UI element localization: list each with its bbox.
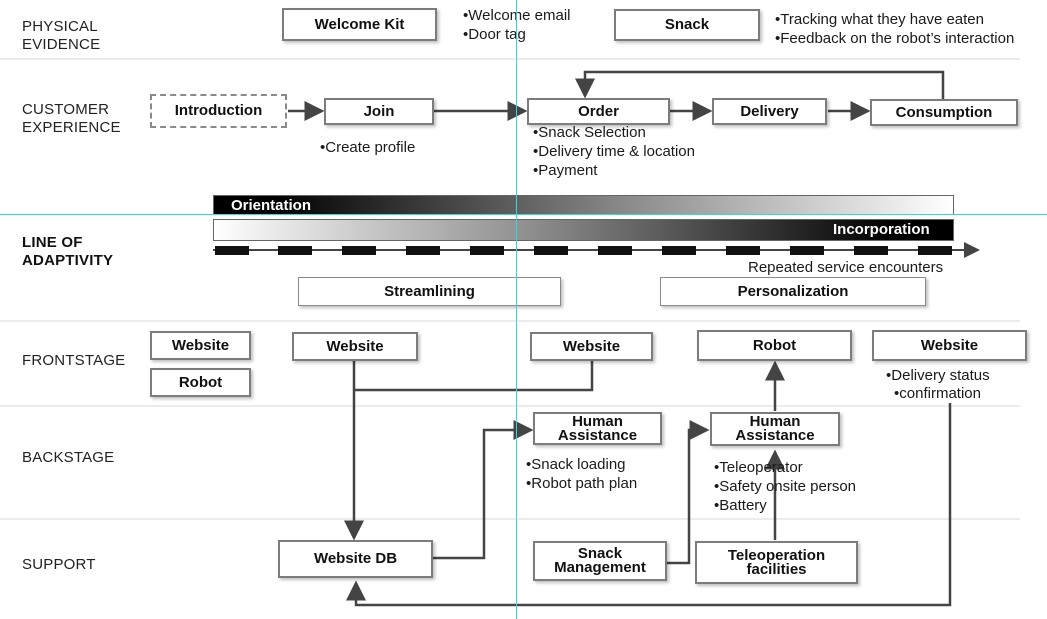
- lane-physical-evidence: PHYSICAL EVIDENCE: [22, 18, 101, 53]
- guide-line-horizontal: [0, 214, 1047, 215]
- join-notes: Create profile: [320, 138, 415, 157]
- lane-separator: [0, 320, 1020, 322]
- delivery-box: Delivery: [712, 98, 827, 125]
- lane-separator: [0, 405, 1020, 407]
- robot-box-2: Robot: [697, 330, 852, 361]
- snack-notes: Tracking what they have eaten Feedback o…: [775, 10, 1014, 48]
- note-item: Safety onsite person: [714, 477, 856, 496]
- incorporation-label: Incorporation: [833, 221, 930, 238]
- human-assistance-box-1: Human Assistance: [533, 412, 662, 445]
- note-item: Door tag: [463, 25, 571, 44]
- note-item: Welcome email: [463, 6, 570, 25]
- website-box-1: Website: [150, 331, 251, 360]
- note-item: Create profile: [320, 138, 415, 157]
- orientation-bar: [213, 195, 954, 215]
- streamlining-box: Streamlining: [298, 277, 561, 306]
- lane-support: SUPPORT: [22, 556, 96, 573]
- join-box: Join: [324, 98, 434, 125]
- website-box-2: Website: [292, 332, 418, 361]
- lane-frontstage: FRONTSTAGE: [22, 352, 126, 369]
- website-box-3: Website: [530, 332, 653, 361]
- lane-line-of-adaptivity: LINE OF ADAPTIVITY: [22, 234, 114, 269]
- note-item: Payment: [533, 161, 695, 180]
- lane-customer-experience: CUSTOMER EXPERIENCE: [22, 101, 121, 136]
- robot-box-1: Robot: [150, 368, 251, 397]
- welcome-kit-box: Welcome Kit: [282, 8, 437, 41]
- snack-box: Snack: [614, 9, 760, 41]
- order-box: Order: [527, 98, 670, 125]
- note-item: Delivery status: [886, 367, 989, 385]
- order-notes: Snack Selection Delivery time & location…: [533, 123, 695, 180]
- human-assistance-box-2: Human Assistance: [710, 412, 840, 446]
- human-assistance-2-notes: Teleoperator Safety onsite person Batter…: [714, 458, 856, 515]
- lane-backstage: BACKSTAGE: [22, 449, 115, 466]
- note-item: Snack Selection: [533, 123, 695, 142]
- welcome-kit-notes: Welcome email Door tag: [463, 6, 571, 44]
- note-item: Snack loading: [526, 455, 637, 474]
- personalization-box: Personalization: [660, 277, 926, 306]
- note-item: Delivery time & location: [533, 142, 695, 161]
- orientation-label: Orientation: [231, 197, 312, 214]
- website-status-notes: Delivery status confirmation: [886, 367, 990, 403]
- repeated-encounters-label: Repeated service encounters: [748, 259, 944, 276]
- note-item: Robot path plan: [526, 474, 637, 493]
- lane-separator: [0, 58, 1020, 60]
- website-box-4: Website: [872, 330, 1027, 361]
- snack-management-box: Snack Management: [533, 541, 667, 581]
- human-assistance-1-notes: Snack loading Robot path plan: [526, 455, 637, 493]
- note-item: Tracking what they have eaten: [775, 10, 1014, 29]
- note-item: confirmation: [886, 385, 990, 403]
- note-item: Battery: [714, 496, 856, 515]
- incorporation-bar: [213, 219, 954, 241]
- guide-line-vertical: [516, 0, 517, 619]
- teleoperation-facilities-box: Teleoperation facilities: [695, 541, 858, 584]
- consumption-box: Consumption: [870, 99, 1018, 126]
- lane-separator: [0, 518, 1020, 520]
- note-item: Feedback on the robot’s interaction: [775, 29, 1014, 48]
- introduction-box: Introduction: [150, 94, 287, 128]
- website-db-box: Website DB: [278, 540, 433, 578]
- note-item: Teleoperator: [714, 458, 856, 477]
